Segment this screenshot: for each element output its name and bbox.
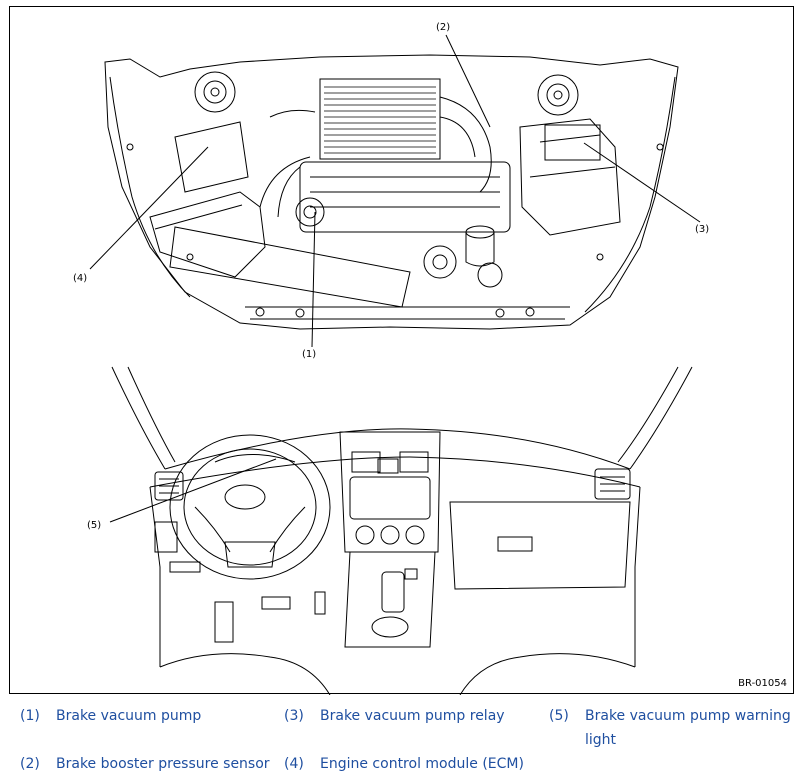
callout-1: (1) [302,349,317,360]
legend-num: (5) [549,708,569,724]
callout-5: (5) [87,520,102,531]
line-art [89,34,701,695]
legend: (1) Brake vacuum pump (2) Brake booster … [0,700,803,781]
legend-num: (3) [284,708,304,724]
legend-text: Brake booster pressure sensor [56,756,270,772]
diagram-frame: (1) (2) (3) (4) (5) BR-01054 [9,6,794,695]
legend-text: Engine control module (ECM) [320,756,524,772]
legend-text: Brake vacuum pump relay [320,708,505,724]
callout-3: (3) [695,224,710,235]
legend-num: (2) [20,756,40,772]
legend-text: light [585,732,617,748]
legend-num: (4) [284,756,304,772]
figure-id: BR-01054 [738,678,787,689]
callout-2: (2) [436,22,451,33]
callout-4: (4) [73,273,88,284]
legend-num: (1) [20,708,40,724]
legend-text: Brake vacuum pump [56,708,202,724]
legend-text: Brake vacuum pump warning [585,708,791,724]
dashboard-illustration [109,366,693,695]
engine-bay-illustration [89,34,701,348]
